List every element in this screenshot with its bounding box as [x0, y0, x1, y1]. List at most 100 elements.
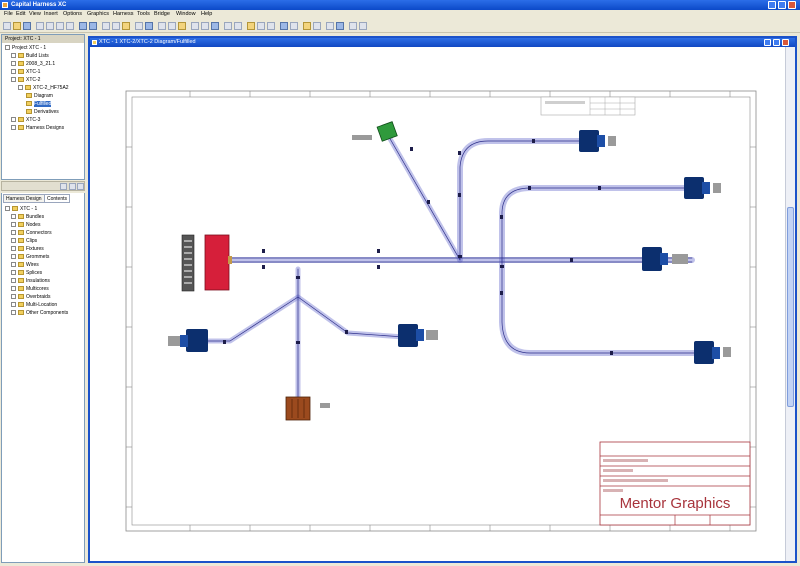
- filter-icon[interactable]: [69, 183, 76, 190]
- print-icon[interactable]: [36, 22, 44, 30]
- save-icon[interactable]: [23, 22, 31, 30]
- bundle-lower-mid: [295, 294, 407, 340]
- vertical-scrollbar[interactable]: [785, 47, 795, 561]
- check-icon[interactable]: [326, 22, 334, 30]
- connector-tool-icon[interactable]: [191, 22, 199, 30]
- sheet-inner-border: [131, 96, 751, 526]
- minimize-icon[interactable]: [768, 1, 776, 9]
- tree-item[interactable]: Project XTC - 1: [5, 45, 46, 52]
- menu-graphics[interactable]: Graphics: [87, 11, 110, 17]
- tree-item[interactable]: XTC-2_HF75A2: [18, 85, 69, 92]
- menu-tools[interactable]: Tools: [137, 11, 150, 17]
- close-icon[interactable]: [782, 39, 789, 46]
- minimize-icon[interactable]: [764, 39, 771, 46]
- connector-left-red: [181, 234, 232, 292]
- tree-item[interactable]: Nodes: [11, 222, 40, 229]
- tree-item[interactable]: Overbraids: [11, 294, 50, 301]
- tree-item-selected[interactable]: Fulfilled: [26, 101, 52, 108]
- maximize-icon[interactable]: [778, 1, 786, 9]
- tree-item[interactable]: Insulations: [11, 278, 50, 285]
- menu-bridge[interactable]: Bridge: [154, 11, 170, 17]
- tree-item[interactable]: Multi-Location: [11, 302, 57, 309]
- tree-item[interactable]: Other Components: [11, 310, 68, 317]
- tree-item[interactable]: Clips: [11, 238, 37, 245]
- connector-left-lower: [168, 329, 208, 352]
- tree-item[interactable]: Build Lists: [11, 53, 49, 60]
- connector-bottom-brown: [285, 396, 330, 421]
- report-icon[interactable]: [303, 22, 311, 30]
- menu-help[interactable]: Help: [201, 11, 213, 17]
- splice-tool-icon[interactable]: [201, 22, 209, 30]
- tree-item[interactable]: XTC-2: [11, 77, 40, 84]
- connector-mid-lower: [398, 324, 438, 347]
- menu-file[interactable]: File: [4, 11, 13, 17]
- text-tool-icon[interactable]: [224, 22, 232, 30]
- tree-item[interactable]: XTC-3: [11, 117, 40, 124]
- tree-item[interactable]: Derivatives: [26, 109, 59, 116]
- window-title: Capital Harness XC: [11, 2, 67, 8]
- bundle-tool-icon[interactable]: [178, 22, 186, 30]
- tree-item[interactable]: XTC-1: [11, 69, 40, 76]
- tree-item[interactable]: 2008_3_21.1: [11, 61, 55, 68]
- bundle-routes: [199, 134, 701, 402]
- cut-icon[interactable]: [46, 22, 54, 30]
- open-icon[interactable]: [13, 22, 21, 30]
- help-icon[interactable]: [313, 22, 321, 30]
- tree-item[interactable]: Harness Designs: [11, 125, 64, 132]
- scrollbar-thumb[interactable]: [787, 207, 794, 407]
- new-icon[interactable]: [3, 22, 11, 30]
- sheet-ticks: [126, 91, 756, 531]
- library-panel: Harness Design Contents XTC - 1 Bundles …: [1, 193, 85, 563]
- bridge-icon[interactable]: [336, 22, 344, 30]
- tree-item[interactable]: XTC - 1: [5, 206, 37, 213]
- close-icon[interactable]: [77, 183, 84, 190]
- menu-insert[interactable]: Insert: [44, 11, 58, 17]
- layers-icon[interactable]: [280, 22, 288, 30]
- zoom-fit-icon[interactable]: [122, 22, 130, 30]
- dimension-tool-icon[interactable]: [234, 22, 242, 30]
- tree-item[interactable]: Wires: [11, 262, 39, 269]
- menu-options[interactable]: Options: [63, 11, 82, 17]
- refresh-icon[interactable]: [290, 22, 298, 30]
- harness-diagram[interactable]: Mentor Graphics: [90, 47, 795, 561]
- tree-item[interactable]: Connectors: [11, 230, 52, 237]
- tree-item[interactable]: Multicores: [11, 286, 49, 293]
- tree-item[interactable]: Bundles: [11, 214, 44, 221]
- title-block-company: Mentor Graphics: [620, 495, 731, 512]
- zoom-out-icon[interactable]: [112, 22, 120, 30]
- wire-centerlines: [201, 136, 699, 400]
- undo-icon[interactable]: [79, 22, 87, 30]
- select-icon[interactable]: [145, 22, 153, 30]
- refresh-icon[interactable]: [60, 183, 67, 190]
- diagram-canvas[interactable]: Mentor Graphics: [90, 47, 795, 561]
- menu-harness[interactable]: Harness: [113, 11, 134, 17]
- menu-bar: File Edit View Insert Options Graphics H…: [0, 10, 800, 19]
- zoom-in-icon[interactable]: [102, 22, 110, 30]
- pointer-icon[interactable]: [158, 22, 166, 30]
- snap-icon[interactable]: [267, 22, 275, 30]
- import-icon[interactable]: [359, 22, 367, 30]
- tree-item[interactable]: Splices: [11, 270, 42, 277]
- wire-tool-icon[interactable]: [168, 22, 176, 30]
- paste-icon[interactable]: [66, 22, 74, 30]
- menu-window[interactable]: Window: [176, 11, 196, 17]
- grid-icon[interactable]: [257, 22, 265, 30]
- project-panel: Project: XTC - 1 Project XTC - 1 Build L…: [1, 34, 85, 180]
- tab-contents[interactable]: Contents: [44, 194, 71, 203]
- tree-item[interactable]: Diagram: [26, 93, 53, 100]
- title-block: Mentor Graphics: [599, 441, 751, 526]
- menu-edit[interactable]: Edit: [16, 11, 26, 17]
- clip-tool-icon[interactable]: [211, 22, 219, 30]
- tree-item[interactable]: Grommets: [11, 254, 49, 261]
- redo-icon[interactable]: [89, 22, 97, 30]
- revision-table: [540, 96, 636, 116]
- tab-harness-design[interactable]: Harness Design: [3, 194, 45, 203]
- close-icon[interactable]: [788, 1, 796, 9]
- pan-icon[interactable]: [135, 22, 143, 30]
- properties-icon[interactable]: [247, 22, 255, 30]
- restore-icon[interactable]: [773, 39, 780, 46]
- menu-view[interactable]: View: [29, 11, 41, 17]
- export-icon[interactable]: [349, 22, 357, 30]
- tree-item[interactable]: Fixtures: [11, 246, 44, 253]
- copy-icon[interactable]: [56, 22, 64, 30]
